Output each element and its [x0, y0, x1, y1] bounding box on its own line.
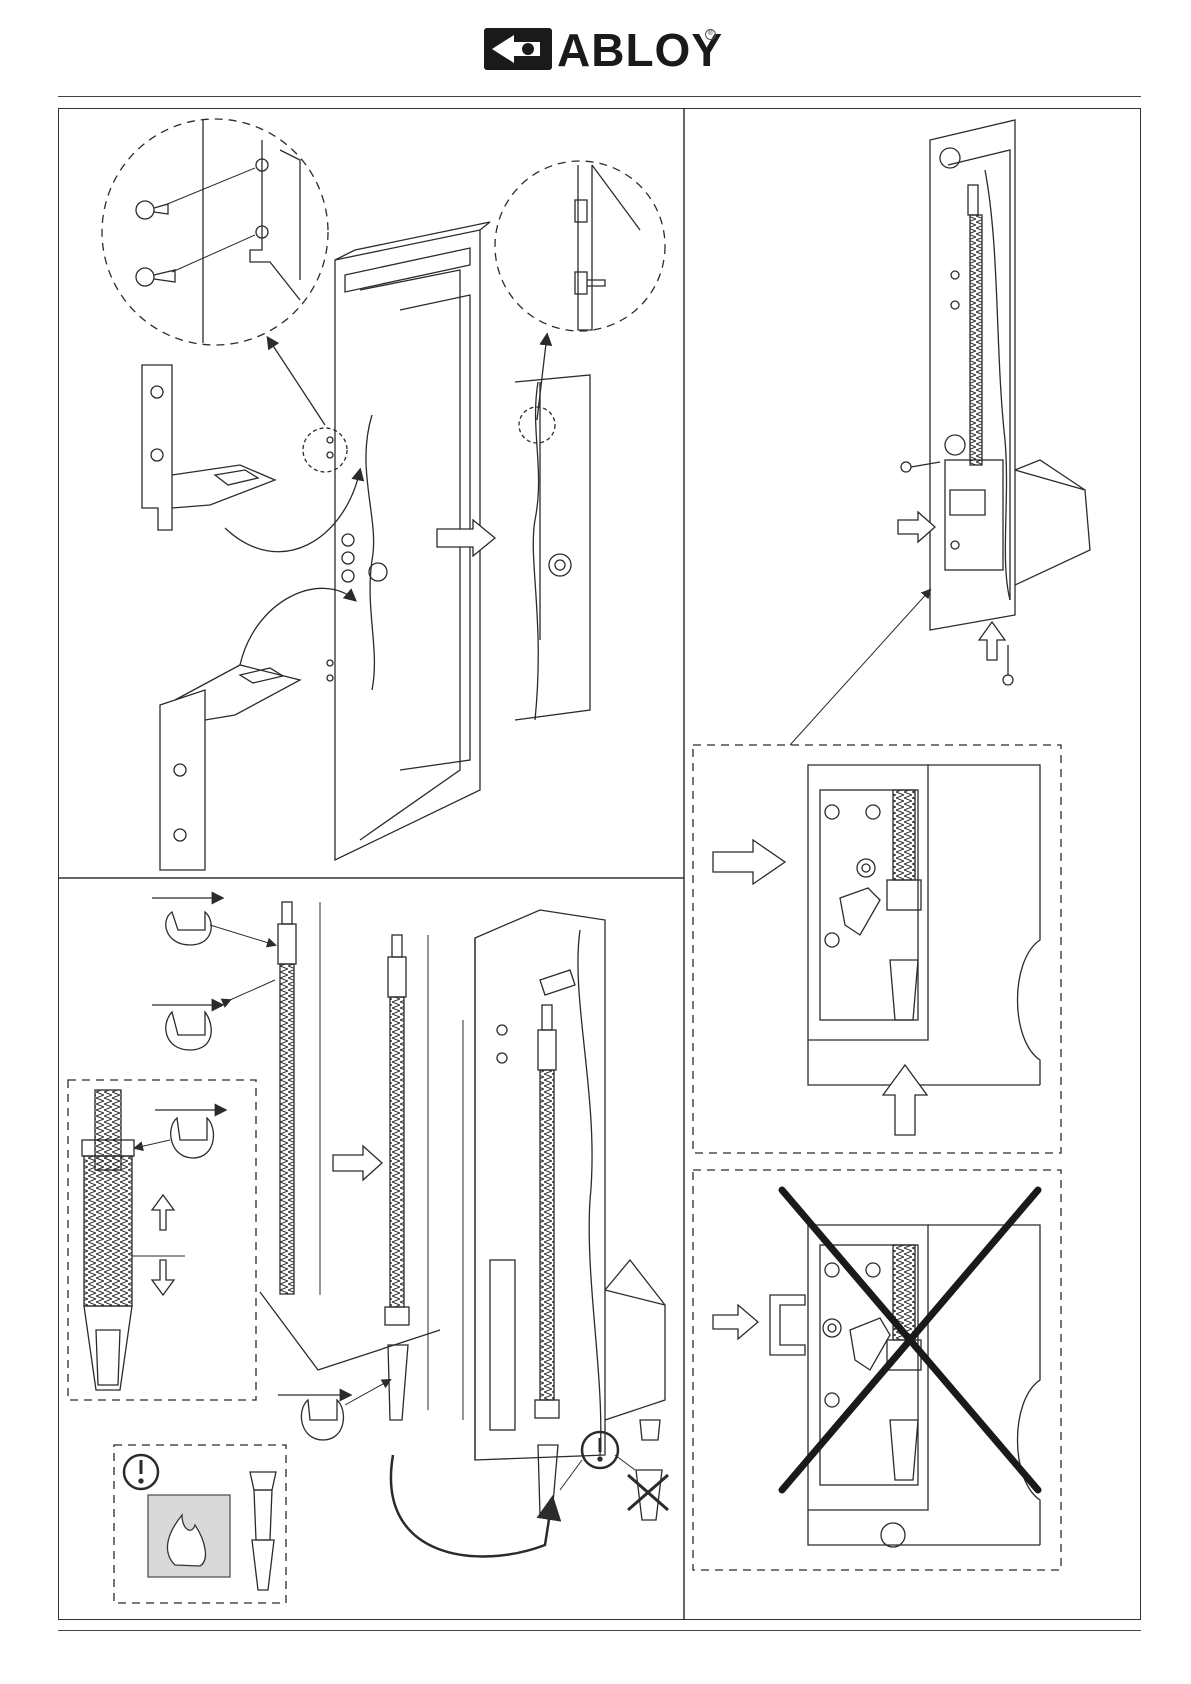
detail-magnifier-left — [102, 119, 328, 345]
pointer-arrow — [268, 338, 325, 425]
curved-arrow — [240, 588, 355, 665]
up-down-arrow-icon — [152, 1195, 174, 1295]
screw-icon — [1003, 645, 1013, 685]
screw-icon — [901, 462, 940, 472]
wrench-icon — [155, 1110, 225, 1158]
hollow-arrow-icon — [713, 1305, 758, 1339]
housing — [463, 910, 665, 1515]
plug-icon — [636, 1420, 662, 1520]
wrench-icon — [278, 1395, 350, 1440]
upper-bracket — [142, 365, 275, 530]
hollow-arrow-icon — [333, 1146, 382, 1180]
wrench-icon — [152, 1005, 222, 1050]
hollow-arrow-icon — [883, 1065, 927, 1135]
threaded-rod-1 — [278, 902, 296, 1294]
incorrect-latch-panel — [693, 1170, 1061, 1570]
threaded-rod-2 — [385, 935, 409, 1420]
plug-icon — [250, 1472, 276, 1590]
curved-arrow — [391, 1455, 552, 1556]
hollow-arrow-icon — [713, 840, 785, 884]
pointer-arrow — [790, 590, 930, 745]
screw-icon — [136, 168, 255, 219]
rod-adjustment-panel — [68, 898, 668, 1603]
detail-magnifier-right — [495, 161, 665, 331]
mounted-frame — [515, 335, 590, 720]
correct-latch-panel — [693, 745, 1061, 1153]
cross-mark-icon — [628, 1475, 668, 1510]
exclamation-icon — [124, 1455, 158, 1489]
bracket-mounting-panel — [102, 119, 665, 870]
hollow-arrow-icon — [979, 622, 1005, 660]
lower-bracket — [160, 665, 300, 870]
curved-arrow — [225, 470, 360, 552]
wrench-icon — [152, 898, 222, 945]
screw-icon — [136, 235, 255, 286]
hollow-arrow-icon — [437, 520, 495, 556]
rod-installation-panel — [790, 120, 1090, 745]
exclamation-icon — [582, 1432, 618, 1468]
thread-detail — [82, 1090, 134, 1390]
